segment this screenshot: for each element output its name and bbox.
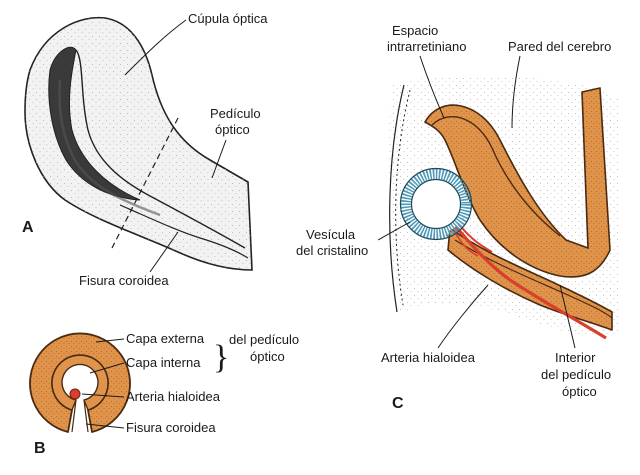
label-optic-stalk-1: Pedículo [210,106,261,121]
optic-cup-inner-fold [75,49,246,249]
label-stalk-interior-2: del pedículo [541,367,611,382]
panel-letter-c: C [392,395,404,412]
panel-letter-a: A [22,219,34,236]
leader-hyaloid-artery-c [437,284,489,349]
panel-c: Espacio intrarretiniano Pared del cerebr… [296,23,620,412]
section-plane-dashed [111,117,179,249]
label-choroid-fissure-a: Fisura coroidea [79,273,169,288]
leader-choroid-fissure-b [85,423,125,429]
label-choroid-fissure-b: Fisura coroidea [126,420,216,435]
optic-cup-rim-shadow [48,46,141,201]
choroid-fissure-gap [71,399,89,433]
panel-b: Capa externa Capa interna } del pedículo… [29,331,299,457]
leader-choroid-fissure-a [149,231,179,273]
panel-a: Cúpula óptica Pedículo óptico Fisura cor… [22,11,268,288]
label-hyaloid-artery-b: Arteria hialoidea [126,389,221,404]
leader-lens-vesicle [377,221,411,241]
lens-vesicle-ring [400,168,472,240]
intraretinal-space-slit [431,116,561,237]
panel-letter-b: B [34,440,46,457]
leader-optic-stalk [211,139,227,179]
leader-optic-cup [124,19,187,76]
leader-inner-layer [89,362,125,374]
leader-intraretinal [419,55,445,119]
label-lens-vesicle-1: Vesícula [306,227,356,242]
label-brain-wall: Pared del cerebro [508,39,611,54]
leader-outer-layer [95,338,125,343]
hyaloid-artery-dot [69,388,81,400]
label-intraretinal-1: Espacio [392,23,438,38]
leader-hyaloid-artery-b [81,393,125,398]
stalk-lower-wall [447,227,613,331]
label-stalk-interior-3: óptico [562,384,597,399]
label-stalk-interior-1: Interior [555,350,596,365]
label-inner-layer: Capa interna [126,355,201,370]
label-stalk-group-1: del pedículo [229,332,299,347]
inner-layer-ring [51,354,109,411]
surface-ectoderm [389,84,405,313]
outer-layer-ring [29,332,131,433]
retina-outer-layer [424,87,611,278]
label-stalk-group-2: óptico [250,349,285,364]
label-hyaloid-artery-c: Arteria hialoidea [381,350,476,365]
label-lens-vesicle-2: del cristalino [296,243,368,258]
choroid-fissure-groove [119,204,249,259]
hyaloid-artery-vessel [446,216,607,340]
label-optic-cup: Cúpula óptica [188,11,268,26]
brace-symbol: } [213,339,229,376]
label-intraretinal-2: intrarretiniano [387,39,467,54]
label-outer-layer: Capa externa [126,331,205,346]
label-optic-stalk-2: óptico [215,122,250,137]
leader-brain-wall [511,55,521,129]
leader-stalk-interior [559,284,576,349]
